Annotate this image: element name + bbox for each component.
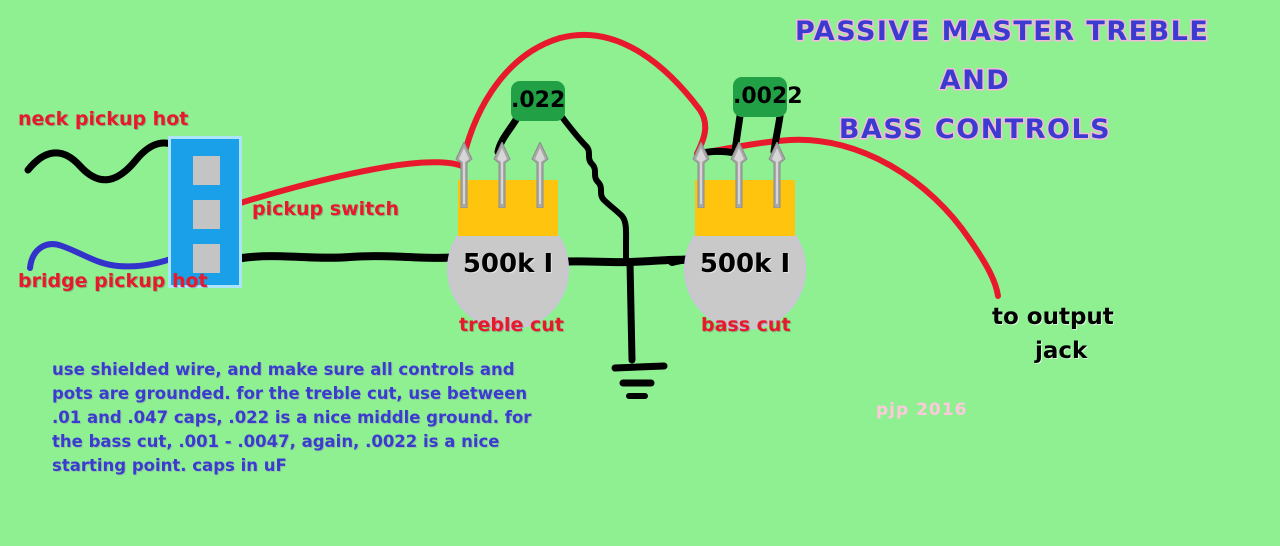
label-neck-pickup-hot: neck pickup hot	[18, 108, 189, 130]
wire-switch-to-treble-pot	[238, 252, 464, 262]
instructional-note: use shielded wire, and make sure all con…	[52, 360, 532, 475]
treble-pot-lug-3	[531, 142, 549, 208]
ground-symbol-bar-1	[611, 362, 668, 372]
switch-lug-3	[193, 244, 220, 273]
label-bridge-pickup-hot: bridge pickup hot	[18, 270, 208, 292]
treble-pot-lug-2	[493, 142, 511, 208]
bass-pot-lug-3	[768, 142, 786, 208]
bass-capacitor: .0022	[733, 77, 803, 117]
title-line-1: PASSIVE MASTER TREBLE	[794, 16, 1210, 47]
label-pickup-switch: pickup switch	[252, 198, 399, 220]
diagram-title: PASSIVE MASTER TREBLE AND BASS CONTROLS	[794, 16, 1210, 145]
label-bass-cut: bass cut	[701, 314, 791, 336]
pickup-switch-component	[168, 136, 242, 288]
treble-pot-lug-1	[455, 142, 473, 208]
bass-pot-lug-2	[730, 142, 748, 208]
treble-capacitor: .022	[511, 81, 565, 121]
bass-pot-value: 500k I	[699, 249, 791, 279]
watermark: pjp 2016	[876, 400, 968, 420]
title-line-3: BASS CONTROLS	[837, 114, 1112, 145]
title-line-2: AND	[938, 65, 1011, 96]
wire-ground-bus	[552, 255, 704, 267]
label-to-output-jack-line-2: jack	[1035, 338, 1088, 364]
wire-ground-trunk	[626, 258, 636, 364]
bass-pot-lug-1	[692, 142, 710, 208]
switch-lug-1	[193, 156, 220, 185]
label-treble-cut: treble cut	[459, 314, 564, 336]
label-to-output-jack-line-1: to output	[992, 304, 1114, 330]
switch-lug-2	[193, 200, 220, 229]
wire-treble-cap-right-leg	[559, 114, 630, 265]
treble-pot-value: 500k I	[462, 249, 554, 279]
